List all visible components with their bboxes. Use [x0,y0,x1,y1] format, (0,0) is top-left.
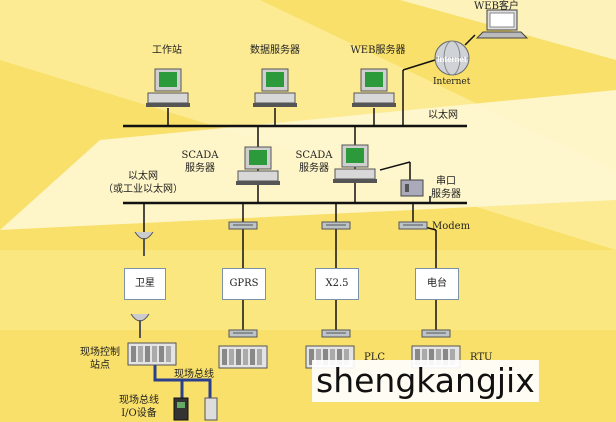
serial-server-icon [400,179,424,197]
data-server-label: 数据服务器 [250,45,300,56]
internet-globe-icon: internet [434,40,470,76]
gprs-switch-icon [228,221,258,230]
data-server-pc-icon [252,68,298,108]
workstation-label: 工作站 [152,45,182,56]
x25-switch-icon [321,221,351,230]
fieldbus-label: 现场总线 [174,369,214,380]
radio-box: 电台 [415,268,459,300]
field-control-rack-icon [127,342,177,366]
gprs-box: GPRS [222,268,266,300]
serial-server-label-1: 串口 [436,176,456,187]
scada-server-2-pc-icon [332,144,378,184]
rtu-field-switch-icon [421,329,451,338]
field-control-label-2: 站点 [90,360,110,371]
internet-label: Internet [433,77,471,87]
ethernet-label-2: （或工业以太网） [103,184,183,195]
plc-field-switch-icon [321,329,351,338]
fieldbus-io-device-icon [173,397,218,421]
modem-switch-icon [398,221,428,230]
web-server-label: WEB服务器 [350,45,406,56]
web-client-label: WEB客户 [474,1,519,12]
ethernet-label-1: 以太网 [128,171,158,182]
fieldbus-io-label-1: 现场总线 [119,395,159,406]
scada-server-1-label-1: SCADA [181,150,219,161]
scada-server-1-pc-icon [235,146,281,186]
scada-server-1-label-2: 服务器 [185,163,215,174]
modem-label: Modem [432,221,471,232]
field-satellite-dish-icon [130,313,150,338]
web-client-laptop-icon [475,9,529,39]
web-server-pc-icon [351,68,397,108]
gprs-field-switch-icon [228,329,258,338]
x25-box: X2.5 [315,268,359,300]
rtu-label: RTU [470,352,493,363]
svg-text:internet: internet [437,55,467,64]
scada-server-2-label-1: SCADA [295,150,333,161]
gprs-rack-icon [218,345,268,369]
satellite-dish-icon [134,231,154,256]
field-control-label-1: 现场控制 [80,347,120,358]
ethernet-top-label: 以太网 [428,110,458,121]
plc-label: PLC [364,352,386,363]
serial-server-label-2: 服务器 [431,189,461,200]
fieldbus-io-label-2: I/O设备 [121,408,157,419]
workstation-pc-icon [145,68,191,108]
scada-server-2-label-2: 服务器 [299,163,329,174]
satellite-box: 卫星 [124,268,166,300]
watermark-text: shengkangjix [312,360,539,402]
